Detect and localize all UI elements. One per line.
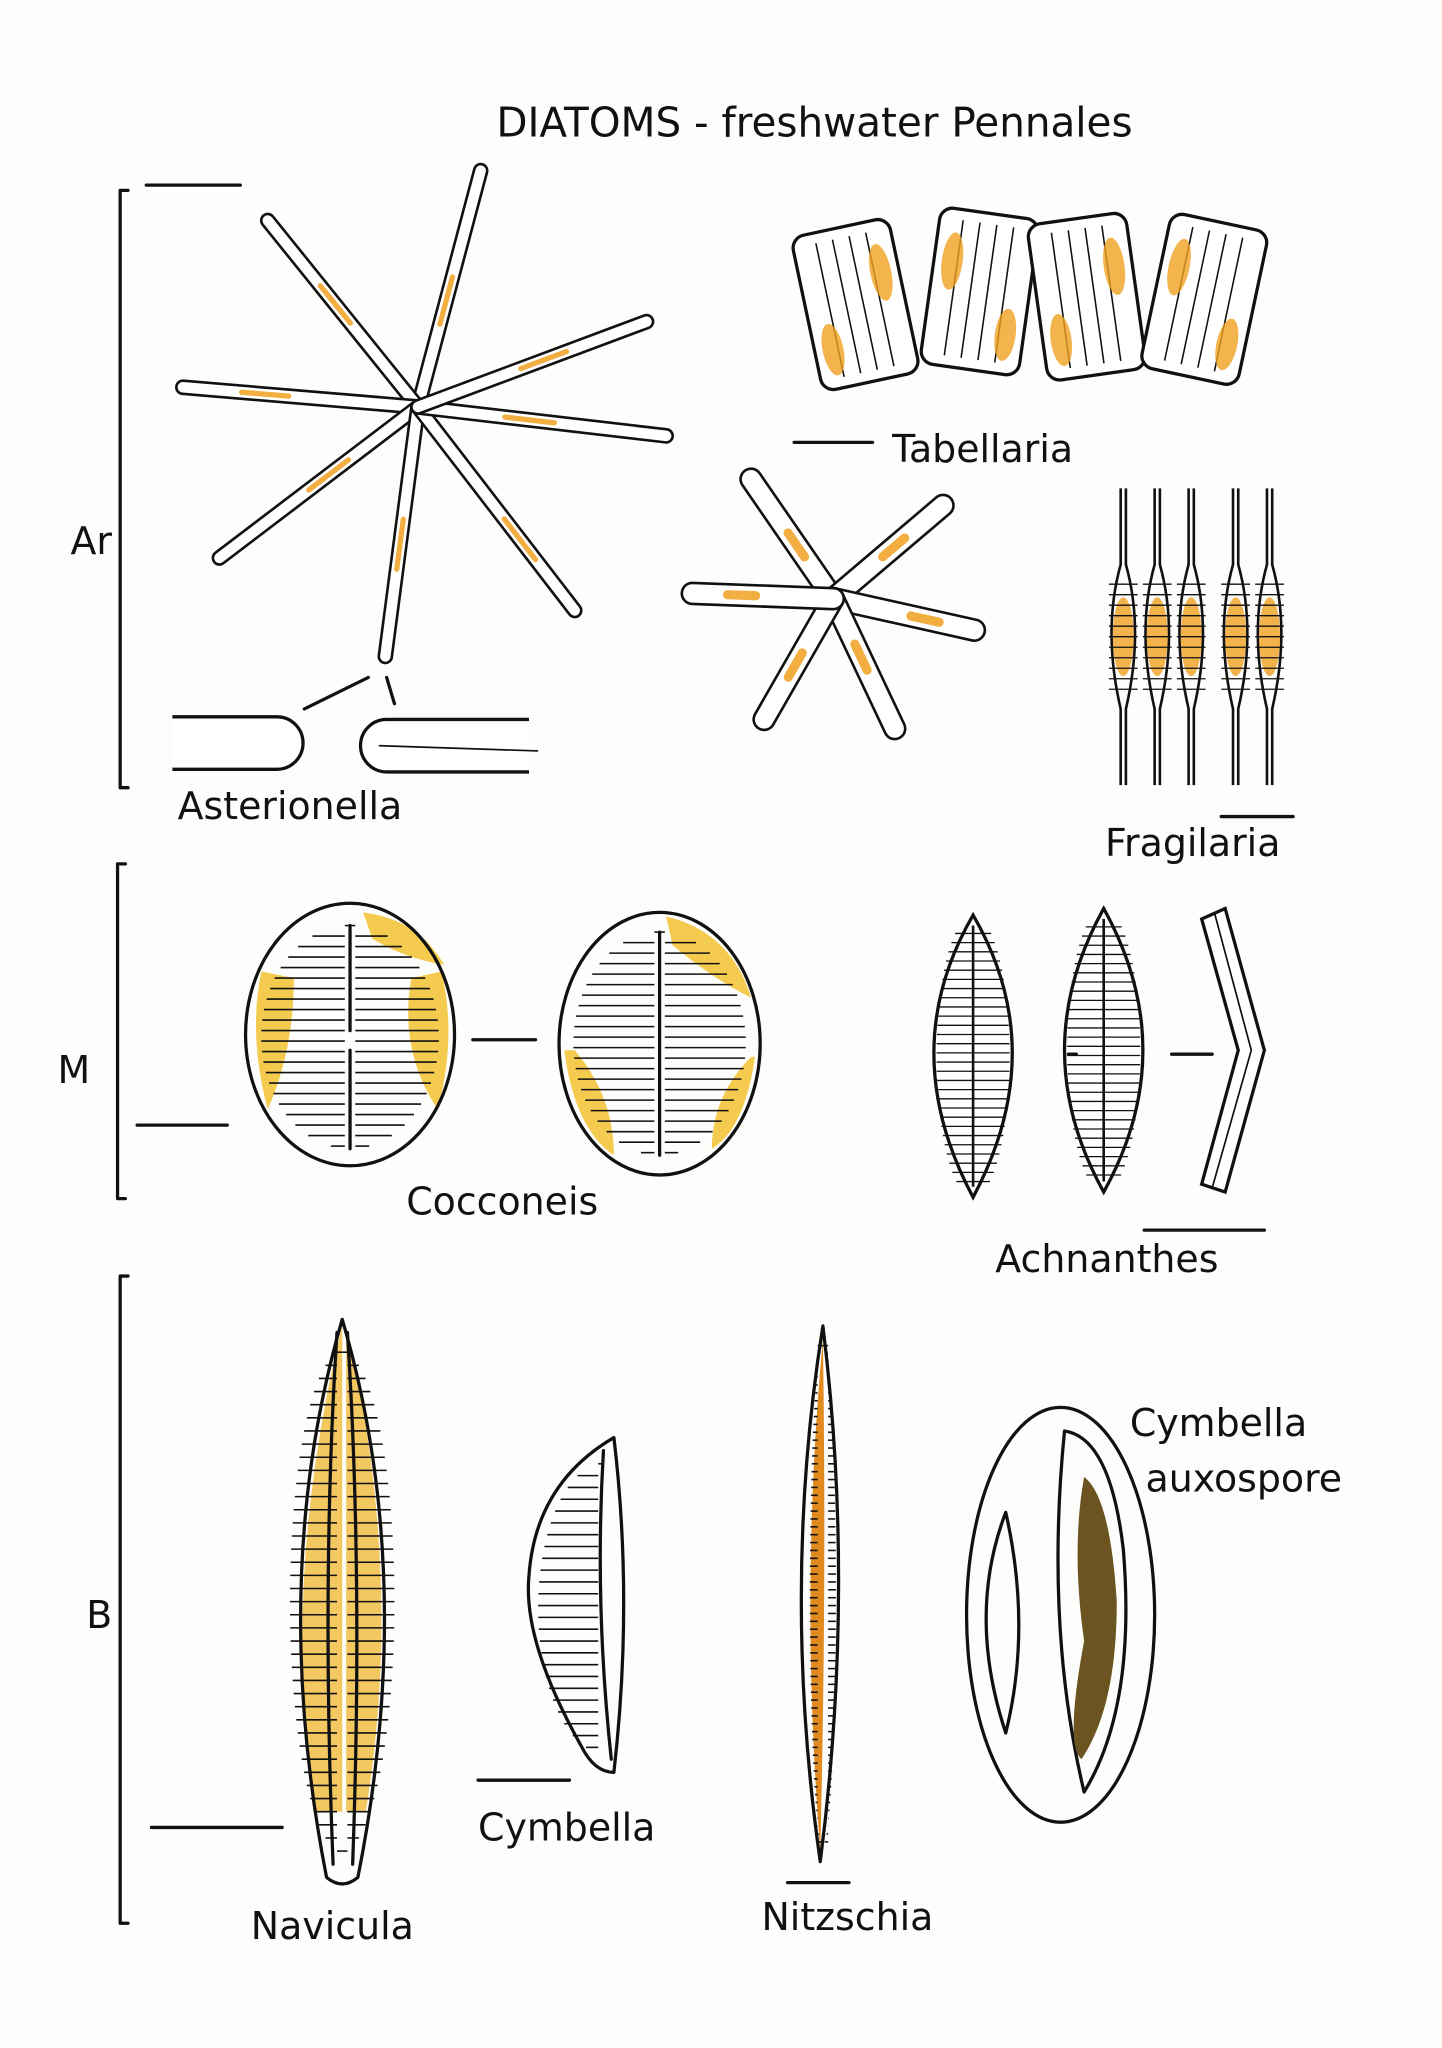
fragilaria-cell: [1142, 488, 1172, 786]
label-fragilaria: Fragilaria: [1105, 821, 1280, 865]
label-auxospore-line1: Cymbella: [1130, 1401, 1307, 1445]
bracket-m: [115, 862, 229, 1201]
achnanthes-valve: [1062, 905, 1145, 1196]
diatom-cell: [752, 586, 846, 732]
cocconeis-valve-2: [557, 910, 762, 1177]
diatom-cell: [211, 399, 426, 566]
label-cocconeis: Cocconeis: [406, 1179, 598, 1223]
group-label-b: B: [86, 1593, 112, 1637]
tabellaria-cell: [919, 206, 1040, 377]
fragilaria-cell: [1108, 488, 1138, 786]
label-achnanthes: Achnanthes: [995, 1237, 1218, 1281]
fragilaria-cell: [1176, 488, 1206, 786]
achnanthes-girdle-view: [1199, 906, 1267, 1195]
tabellaria-cell: [1026, 211, 1147, 382]
nitzschia-valve: [799, 1324, 841, 1864]
diatom-cell: [410, 313, 655, 415]
label-auxospore-line2: auxospore: [1146, 1456, 1343, 1500]
fragilaria-cell: [1221, 488, 1250, 786]
label-nitzschia: Nitzschia: [761, 1895, 933, 1939]
navicula-valve: [289, 1317, 395, 1886]
diatom-cell: [821, 586, 987, 642]
achnanthes-valve: [932, 911, 1014, 1201]
tabellaria-chain: [791, 206, 1269, 392]
diatom-cell: [259, 212, 426, 415]
group-label-m: M: [57, 1048, 90, 1092]
group-label-ar: Ar: [71, 519, 113, 563]
diatom-cell: [821, 586, 907, 741]
asterionella-detail: [172, 675, 539, 774]
diatom-cell: [175, 379, 426, 415]
label-navicula: Navicula: [251, 1904, 414, 1948]
diatom-cell: [410, 399, 583, 619]
diatom-cell: [377, 399, 426, 665]
asterionella-colony: [175, 162, 674, 665]
fragilaria-cell: [1255, 488, 1284, 786]
cymbella-auxospore: [964, 1405, 1157, 1824]
cymbella-valve: [526, 1435, 626, 1774]
diatom-cell: [680, 581, 846, 611]
label-cymbella: Cymbella: [478, 1805, 655, 1849]
bracket-ar: [118, 183, 242, 790]
tabellaria-star-colony: [680, 467, 987, 741]
diatom-cell: [739, 467, 846, 611]
diatom-cell: [821, 493, 955, 611]
fragilaria-colony: [1108, 488, 1284, 786]
bracket-b: [118, 1274, 284, 1925]
tabellaria-cell: [791, 217, 920, 392]
cocconeis-valve-1: [243, 901, 457, 1168]
diatom-cell: [410, 162, 489, 415]
diatom-cell: [410, 399, 674, 444]
tabellaria-cell: [1140, 212, 1269, 386]
achnanthes-valves: [932, 905, 1145, 1201]
label-asterionella: Asterionella: [178, 784, 403, 828]
plate-title: DIATOMS - freshwater Pennales: [496, 98, 1132, 146]
label-tabellaria: Tabellaria: [891, 427, 1073, 471]
